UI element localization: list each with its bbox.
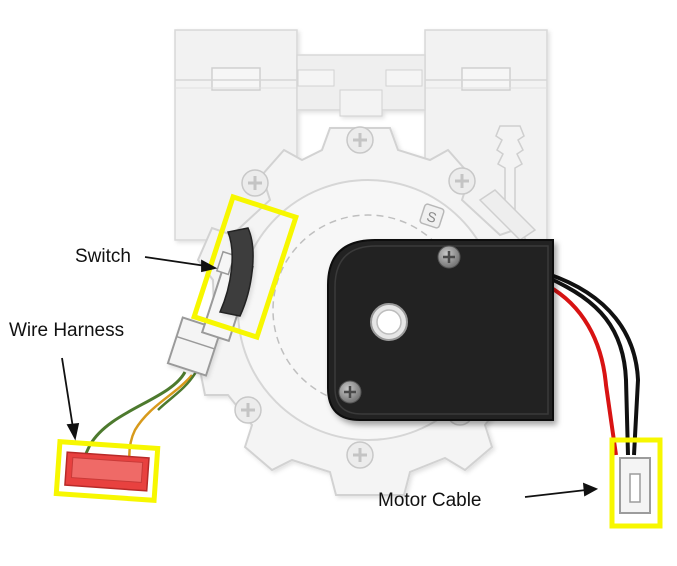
highlight-boxes [53,193,663,529]
wire-harness-label: Wire Harness [9,320,125,341]
phillips-screw-icon [437,245,461,269]
wire-harness-wires [81,371,198,469]
phillips-screw-icon [448,167,476,195]
motor-shaft [370,303,408,341]
hose-nozzle [478,125,537,241]
phillips-screw-icon [338,380,362,404]
phillips-screw-icon [241,169,269,197]
switch-arrow [144,256,218,273]
phillips-screw-icon [234,396,262,424]
wire-harness-highlight-box [53,438,161,504]
motor-cable-arrow [524,482,599,498]
callout-arrows [61,256,599,498]
motor-cable-wires [547,272,641,456]
phillips-screw-icon [346,126,374,154]
motor-cable-plug [619,457,651,514]
switch-label: Switch [75,246,131,267]
motor-cable-highlight-box [609,437,663,529]
timer-motor [327,239,554,421]
switch-component [166,227,255,377]
s-marker-icon: S [419,203,445,229]
wire-harness-arrow [61,357,80,441]
wire-harness-connector [64,451,150,492]
phillips-screw-icon [346,441,374,469]
motor-cable-label: Motor Cable [378,490,482,511]
switch-highlight-box [190,193,300,341]
